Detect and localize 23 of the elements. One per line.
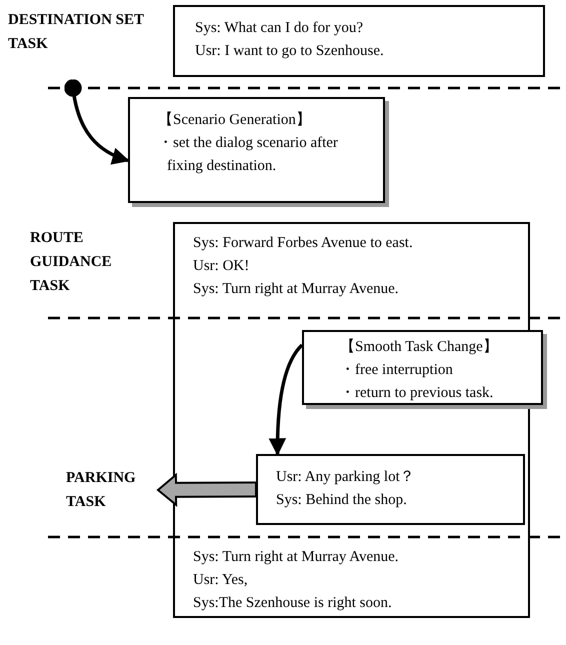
- dialog-box: [256, 454, 525, 525]
- dialog-line: Usr: Yes,: [193, 571, 248, 590]
- task-label: PARKING TASK: [66, 466, 158, 514]
- dialog-line: Sys: What can I do for you?: [195, 19, 364, 38]
- dialog-line: Sys:The Szenhouse is right soon.: [193, 594, 392, 613]
- bullet-text: ・return to previous task.: [340, 384, 494, 403]
- bullet-text: ・set the dialog scenario after fixing destination.: [158, 134, 339, 176]
- dialog-line: Sys: Turn right at Murray Avenue.: [193, 280, 399, 299]
- dialog-line: Usr: Any parking lot？: [276, 468, 416, 487]
- task-label: ROUTE GUIDANCE TASK: [30, 229, 113, 296]
- dialog-line: Usr: OK!: [193, 257, 250, 276]
- dialog-line: Sys: Forward Forbes Avenue to east.: [193, 234, 413, 253]
- note-heading: 【Scenario Generation】: [158, 110, 312, 130]
- task-label: DESTINATION SET TASK: [8, 11, 145, 54]
- dialog-line: Sys: Turn right at Murray Avenue.: [193, 548, 399, 567]
- dialog-line: Usr: I want to go to Szenhouse.: [195, 42, 385, 61]
- bullet-text: ・free interruption: [340, 361, 454, 380]
- dialog-line: Sys: Behind the shop.: [276, 491, 408, 510]
- note-heading: 【Smooth Task Change】: [340, 338, 499, 357]
- arrow: [64, 79, 130, 164]
- arrow: [268, 344, 304, 456]
- block-arrow: [156, 472, 257, 508]
- dialog-box: [173, 5, 545, 77]
